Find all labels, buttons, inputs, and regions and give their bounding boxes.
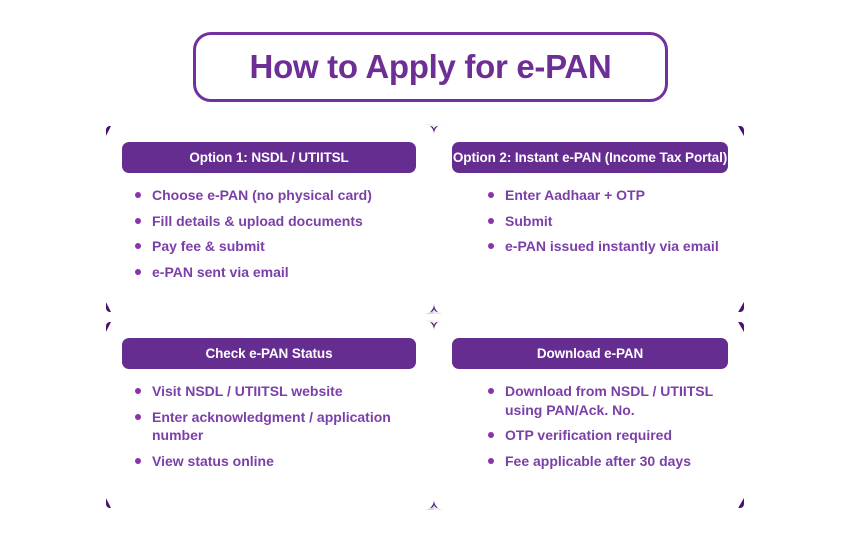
list-item-label: Fee applicable after 30 days (505, 452, 691, 469)
card-row-top: Option 1: NSDL / UTIITSL Choose e-PAN (n… (0, 124, 855, 314)
card-check-status[interactable]: Check e-PAN Status Visit NSDL / UTIITSL … (64, 320, 434, 510)
bullet-list: Visit NSDL / UTIITSL website Enter ackno… (110, 369, 428, 470)
list-item: View status online (133, 452, 414, 471)
card-content: Option 2: Instant e-PAN (Income Tax Port… (440, 128, 740, 310)
card-option-2[interactable]: Option 2: Instant e-PAN (Income Tax Port… (434, 124, 792, 314)
list-item: Choose e-PAN (no physical card) (133, 186, 414, 205)
bullet-dot-icon (135, 413, 141, 420)
bullet-dot-icon (488, 243, 494, 250)
card-header-banner: Option 2: Instant e-PAN (Income Tax Port… (452, 142, 728, 173)
card-header-banner: Download e-PAN (452, 338, 728, 369)
card-header-label: Check e-PAN Status (205, 346, 333, 361)
bullet-dot-icon (488, 217, 494, 224)
bullet-dot-icon (135, 268, 141, 275)
bullet-dot-icon (488, 457, 494, 464)
list-item: Enter Aadhaar + OTP (486, 186, 726, 205)
card-row-bottom: Check e-PAN Status Visit NSDL / UTIITSL … (0, 320, 855, 510)
bullet-dot-icon (488, 432, 494, 439)
list-item: Visit NSDL / UTIITSL website (133, 382, 414, 401)
list-item-label: Visit NSDL / UTIITSL website (152, 383, 343, 399)
list-item-label: e-PAN issued instantly via email (505, 238, 719, 255)
list-item-label: Fill details & upload documents (152, 212, 363, 229)
page-title: How to Apply for e-PAN (249, 48, 612, 85)
card-header-banner: Option 1: NSDL / UTIITSL (122, 142, 416, 173)
list-item: Download from NSDL / UTIITSL using PAN/A… (486, 382, 734, 419)
card-content: Download e-PAN Download from NSDL / UTII… (440, 324, 740, 506)
card-option-1[interactable]: Option 1: NSDL / UTIITSL Choose e-PAN (n… (64, 124, 434, 314)
list-item: Fill details & upload documents (133, 212, 414, 231)
bullet-dot-icon (135, 192, 141, 198)
list-item-label: OTP verification required (505, 427, 673, 444)
card-header-label: Option 2: Instant e-PAN (Income Tax Port… (452, 150, 728, 165)
list-item: Fee applicable after 30 days (486, 452, 734, 471)
page-title-box: How to Apply for e-PAN (193, 32, 668, 102)
list-item: e-PAN issued instantly via email (486, 237, 726, 256)
bullet-list: Enter Aadhaar + OTP Submit e-PAN issued … (440, 173, 740, 256)
list-item: OTP verification required (486, 426, 734, 445)
card-header-banner: Check e-PAN Status (122, 338, 416, 369)
list-item-label: View status online (152, 452, 274, 469)
list-item-label: Enter Aadhaar + OTP (505, 187, 645, 203)
card-content: Option 1: NSDL / UTIITSL Choose e-PAN (n… (110, 128, 428, 310)
bullet-dot-icon (488, 192, 494, 198)
card-download[interactable]: Download e-PAN Download from NSDL / UTII… (434, 320, 792, 510)
bullet-dot-icon (135, 217, 141, 224)
card-header-label: Option 1: NSDL / UTIITSL (189, 150, 349, 165)
list-item-label: Choose e-PAN (no physical card) (152, 187, 372, 203)
bullet-dot-icon (135, 457, 141, 464)
bullet-list: Download from NSDL / UTIITSL using PAN/A… (440, 369, 740, 470)
list-item: e-PAN sent via email (133, 263, 414, 282)
bullet-list: Choose e-PAN (no physical card) Fill det… (110, 173, 428, 281)
list-item-label: e-PAN sent via email (152, 263, 289, 280)
list-item-label: Pay fee & submit (152, 238, 265, 255)
list-item: Enter acknowledgment / application numbe… (133, 408, 414, 445)
list-item: Submit (486, 212, 726, 231)
card-header-label: Download e-PAN (536, 346, 644, 361)
bullet-dot-icon (488, 388, 494, 394)
card-content: Check e-PAN Status Visit NSDL / UTIITSL … (110, 324, 428, 506)
list-item-label: Submit (505, 212, 553, 229)
list-item-label: Download from NSDL / UTIITSL using PAN/A… (505, 383, 713, 418)
list-item: Pay fee & submit (133, 237, 414, 256)
bullet-dot-icon (135, 388, 141, 394)
list-item-label: Enter acknowledgment / application numbe… (152, 408, 391, 444)
bullet-dot-icon (135, 243, 141, 250)
